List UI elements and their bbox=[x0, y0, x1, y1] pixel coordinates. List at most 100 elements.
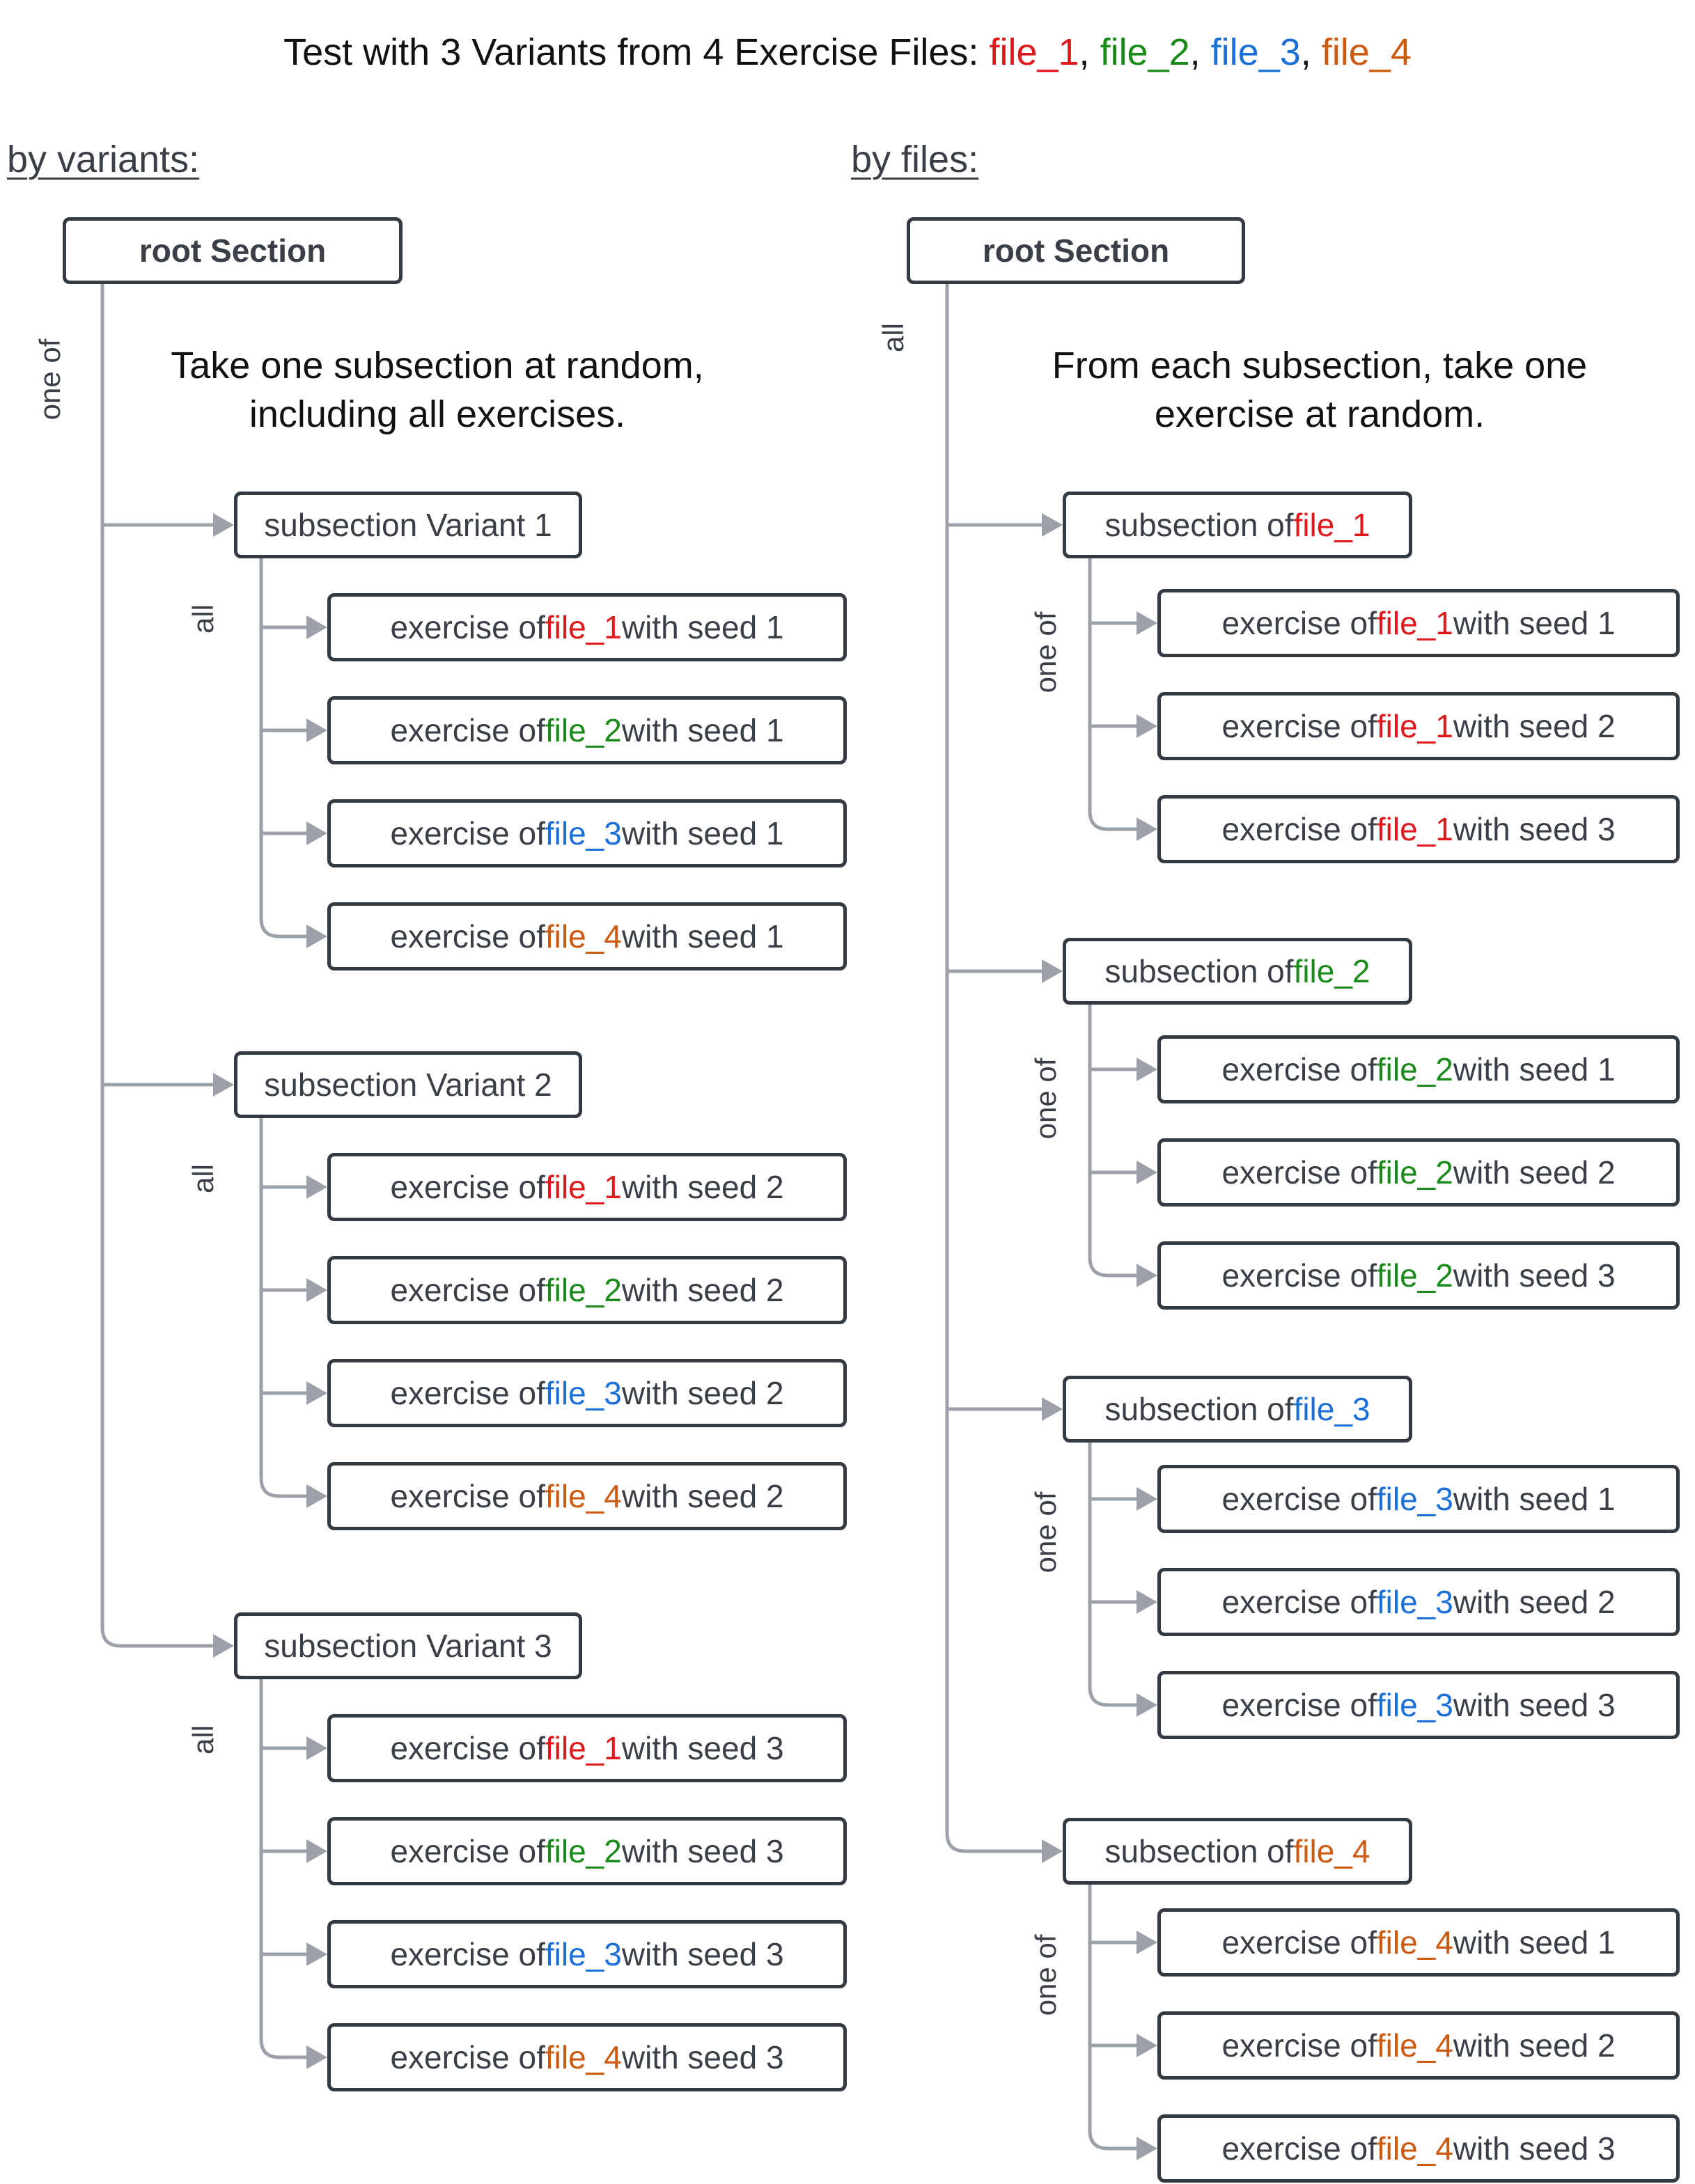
subsection-box: subsection of file_3 bbox=[1063, 1376, 1412, 1443]
arrow-head bbox=[1042, 959, 1063, 983]
arrow-head bbox=[306, 1381, 327, 1405]
arrow-head bbox=[1136, 714, 1157, 738]
exercise-box: exercise of file_2 with seed 2 bbox=[1157, 1138, 1680, 1207]
exercise-box: exercise of file_1 with seed 3 bbox=[1157, 795, 1680, 863]
subsection-label: subsection of bbox=[1104, 1391, 1294, 1427]
subsection-label: subsection Variant 3 bbox=[264, 1628, 552, 1664]
exercise-text: with seed 1 bbox=[1453, 605, 1616, 641]
exercise-file-name: file_4 bbox=[1376, 1924, 1453, 1961]
exercise-text: exercise of bbox=[1221, 2130, 1377, 2167]
exercise-file-name: file_3 bbox=[545, 815, 622, 851]
title-file-2: file_2 bbox=[1100, 31, 1190, 73]
exercise-file-name: file_3 bbox=[545, 1936, 622, 1972]
exercise-box: exercise of file_3 with seed 2 bbox=[327, 1359, 847, 1427]
exercise-box: exercise of file_1 with seed 1 bbox=[1157, 589, 1680, 657]
subsection-file-name: file_3 bbox=[1293, 1391, 1370, 1427]
description-line: Take one subsection at random, bbox=[171, 345, 704, 386]
arrow-head bbox=[306, 1175, 327, 1199]
exercise-box: exercise of file_2 with seed 2 bbox=[327, 1256, 847, 1324]
connector-corner bbox=[1088, 1443, 1139, 1707]
exercise-box: exercise of file_2 with seed 3 bbox=[1157, 1241, 1680, 1310]
arrow-head bbox=[1136, 2137, 1157, 2160]
subsection-box: subsection Variant 1 bbox=[234, 492, 582, 558]
arrow-head bbox=[306, 822, 327, 845]
subsection-box: subsection of file_2 bbox=[1063, 938, 1412, 1005]
exercise-text: exercise of bbox=[390, 1730, 545, 1766]
exercise-text: exercise of bbox=[390, 2039, 545, 2075]
exercise-text: with seed 3 bbox=[1453, 1257, 1616, 1294]
exercise-text: exercise of bbox=[1221, 605, 1377, 641]
subsection-label: subsection Variant 2 bbox=[264, 1067, 552, 1103]
exercise-box: exercise of file_4 with seed 2 bbox=[1157, 2011, 1680, 2080]
right-description: From each subsection, take one exercise … bbox=[1052, 341, 1587, 439]
exercise-text: with seed 3 bbox=[621, 2039, 784, 2075]
exercise-text: with seed 1 bbox=[1453, 1051, 1616, 1087]
exercise-box: exercise of file_4 with seed 3 bbox=[1157, 2114, 1680, 2183]
arrow-head bbox=[306, 2045, 327, 2069]
exercise-text: exercise of bbox=[390, 1272, 545, 1308]
connector-corner bbox=[1088, 1885, 1139, 2151]
exercise-text: exercise of bbox=[390, 1936, 545, 1972]
description-line: From each subsection, take one bbox=[1052, 345, 1588, 386]
connector-corner bbox=[945, 284, 1045, 1853]
arrow-head bbox=[306, 1484, 327, 1508]
exercise-box: exercise of file_3 with seed 3 bbox=[1157, 1671, 1680, 1739]
subsection-box: subsection Variant 2 bbox=[234, 1051, 582, 1118]
arrow-head bbox=[306, 1942, 327, 1966]
subsection-label: subsection of bbox=[1104, 1833, 1294, 1869]
diagram-title: Test with 3 Variants from 4 Exercise Fil… bbox=[0, 31, 1695, 74]
exercise-text: with seed 1 bbox=[1453, 1924, 1616, 1961]
title-separator: , bbox=[1079, 31, 1100, 73]
exercise-text: exercise of bbox=[390, 1478, 545, 1514]
by-files-heading: by files: bbox=[851, 139, 979, 180]
subsection-label: subsection of bbox=[1104, 507, 1294, 543]
arrow-head bbox=[1136, 1058, 1157, 1081]
arrow-head bbox=[306, 1736, 327, 1760]
exercise-box: exercise of file_1 with seed 2 bbox=[1157, 692, 1680, 760]
exercise-text: exercise of bbox=[390, 1169, 545, 1205]
arrow-head bbox=[1136, 2034, 1157, 2057]
exercise-box: exercise of file_1 with seed 3 bbox=[327, 1714, 847, 1782]
arrow-head bbox=[1136, 1693, 1157, 1717]
exercise-file-name: file_2 bbox=[1376, 1257, 1453, 1294]
exercise-file-name: file_4 bbox=[545, 2039, 622, 2075]
exercise-file-name: file_2 bbox=[1376, 1051, 1453, 1087]
subsection-relation-label: one of bbox=[1029, 1934, 1062, 2016]
exercise-file-name: file_4 bbox=[545, 1478, 622, 1514]
subsection-box: subsection of file_1 bbox=[1063, 492, 1412, 558]
exercise-file-name: file_1 bbox=[545, 1730, 622, 1766]
exercise-box: exercise of file_4 with seed 1 bbox=[1157, 1908, 1680, 1977]
exercise-text: with seed 3 bbox=[1453, 811, 1616, 847]
exercise-text: exercise of bbox=[1221, 1257, 1377, 1294]
arrow-head bbox=[306, 718, 327, 742]
description-line: including all exercises. bbox=[249, 393, 626, 435]
exercise-text: with seed 1 bbox=[621, 815, 784, 851]
subsection-file-name: file_2 bbox=[1293, 953, 1370, 989]
left-description: Take one subsection at random, including… bbox=[171, 341, 703, 439]
connector-corner bbox=[259, 558, 309, 938]
exercise-box: exercise of file_2 with seed 1 bbox=[1157, 1035, 1680, 1103]
title-file-3: file_3 bbox=[1210, 31, 1301, 73]
subsection-relation-label: one of bbox=[1029, 611, 1062, 693]
exercise-file-name: file_3 bbox=[1376, 1584, 1453, 1620]
exercise-box: exercise of file_3 with seed 2 bbox=[1157, 1568, 1680, 1636]
exercise-text: exercise of bbox=[1221, 1051, 1377, 1087]
exercise-text: with seed 1 bbox=[621, 609, 784, 645]
title-file-1: file_1 bbox=[989, 31, 1079, 73]
exercise-box: exercise of file_3 with seed 1 bbox=[327, 799, 847, 867]
arrow-head bbox=[1136, 1487, 1157, 1511]
arrow-head bbox=[1136, 1931, 1157, 1954]
exercise-box: exercise of file_4 with seed 3 bbox=[327, 2023, 847, 2091]
arrow-head bbox=[306, 615, 327, 639]
exercise-box: exercise of file_2 with seed 1 bbox=[327, 696, 847, 764]
exercise-text: with seed 3 bbox=[621, 1936, 784, 1972]
arrow-head bbox=[1136, 1161, 1157, 1184]
connector-corner bbox=[100, 284, 216, 1648]
subsection-label: subsection Variant 1 bbox=[264, 507, 552, 543]
exercise-text: with seed 3 bbox=[621, 1833, 784, 1869]
exercise-text: with seed 2 bbox=[1453, 708, 1616, 744]
description-line: exercise at random. bbox=[1154, 393, 1485, 435]
arrow-head bbox=[1136, 611, 1157, 635]
root-section-label: root Section bbox=[982, 233, 1170, 269]
